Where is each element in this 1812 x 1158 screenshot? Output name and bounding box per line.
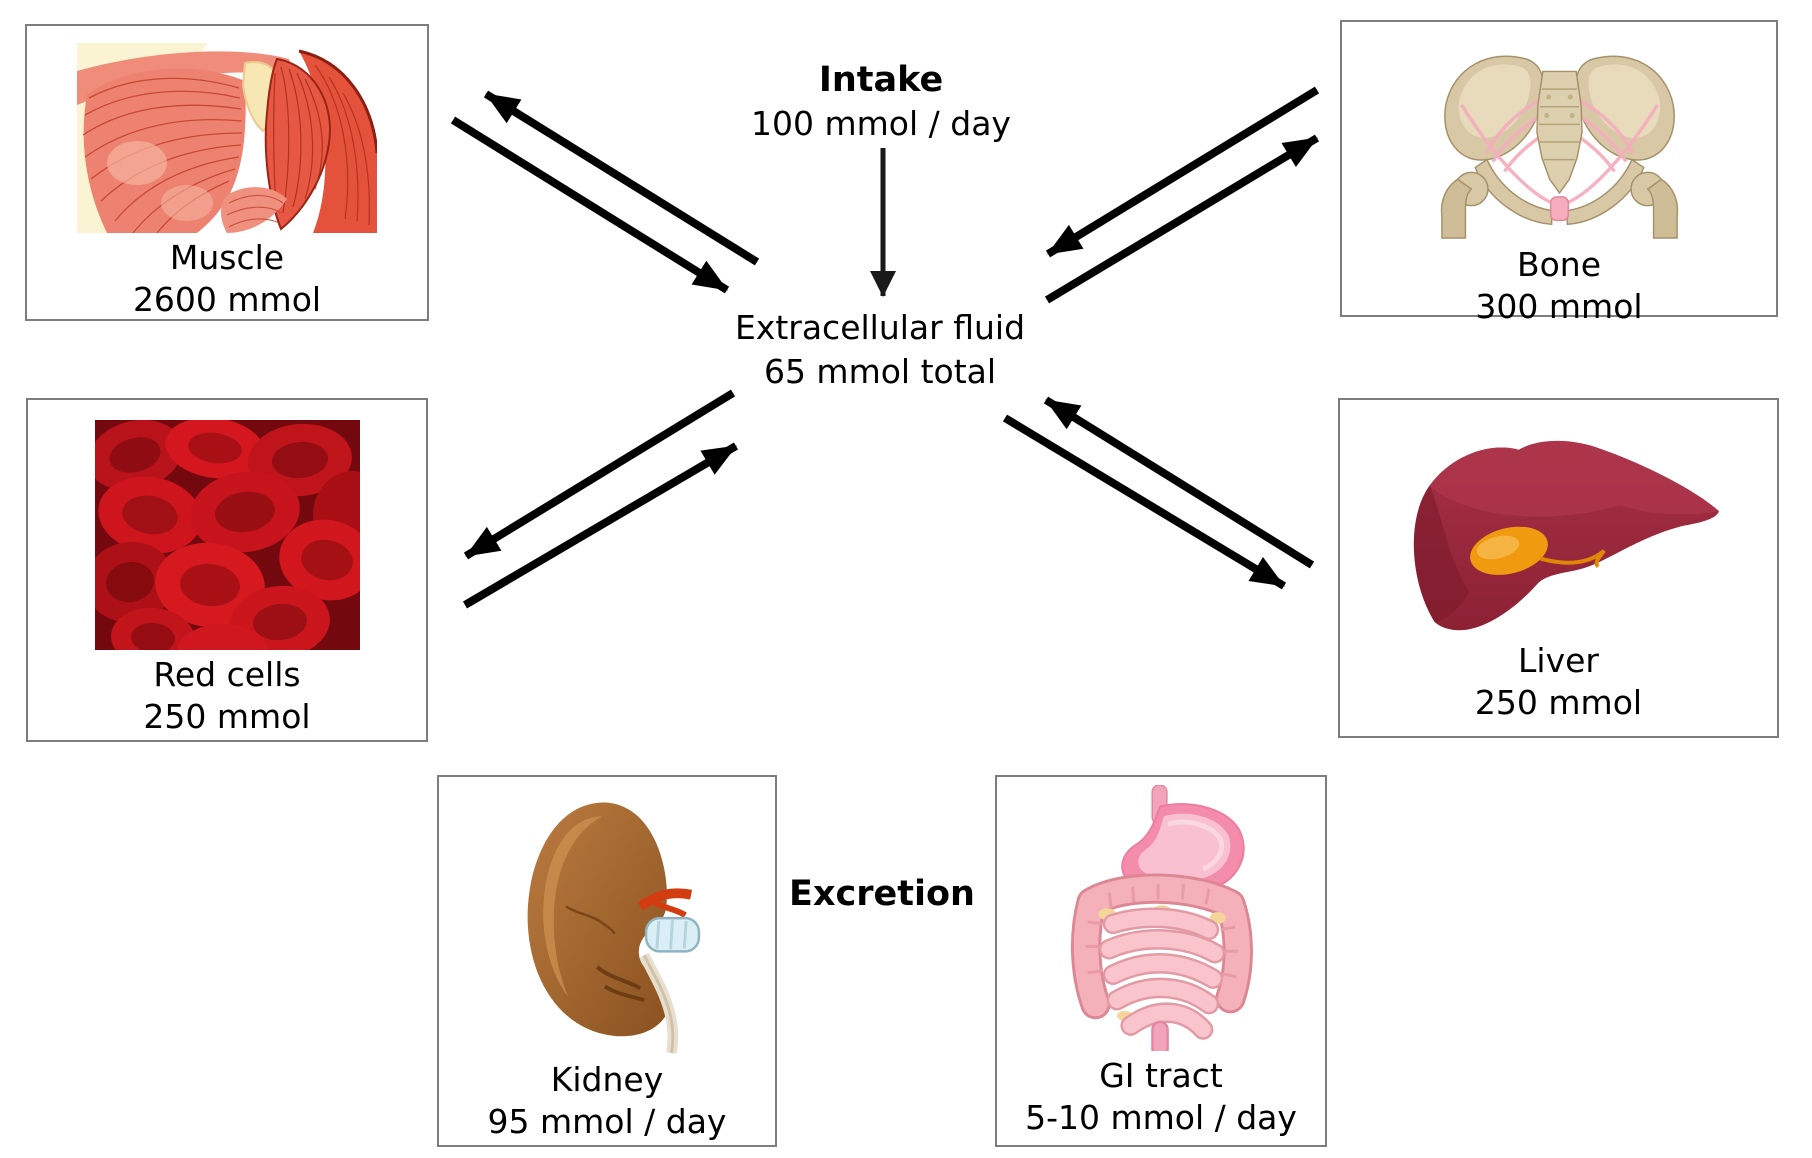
bone-box: Bone 300 mmol [1340, 20, 1778, 326]
muscle-label: Muscle [169, 238, 285, 277]
renal-vein [644, 916, 701, 953]
red-cells-label: Red cells [153, 655, 301, 694]
gi-tract-image [1066, 784, 1257, 1058]
kidney-label: Kidney [550, 1060, 664, 1099]
arrow-ecf-to-liver [1002, 414, 1287, 590]
arrow-ecf-to-bone [1044, 134, 1320, 304]
red-cells-box: Red cells 250 mmol [26, 398, 428, 742]
muscle-box: Muscle 2600 mmol [25, 24, 429, 321]
gi-tract-amount: 5-10 mmol / day [1025, 1098, 1297, 1137]
red-cells-image [94, 420, 360, 654]
liver-label: Liver [1518, 641, 1599, 680]
liver-amount: 250 mmol [1474, 683, 1643, 722]
arrow-ecf-to-red-cells [463, 389, 736, 560]
small-intestine [1097, 905, 1226, 1040]
muscle-amount: 2600 mmol [132, 280, 322, 319]
renal-artery [637, 888, 693, 918]
stomach [1120, 803, 1245, 897]
extracellular-fluid-amount: 65 mmol total [763, 352, 997, 391]
bone-amount: 300 mmol [1475, 287, 1643, 326]
arrow-liver-to-ecf [1043, 396, 1315, 569]
extracellular-fluid-name: Extracellular fluid [734, 308, 1026, 347]
gallbladder [1470, 526, 1606, 575]
gi-tract-label: GI tract [1099, 1056, 1223, 1095]
intake-block: Intake 100 mmol / day [681, 58, 1081, 146]
excretion-block: Excretion [682, 872, 1082, 916]
arrow-red-cells-to-ecf [462, 442, 739, 609]
liver-box: Liver 250 mmol [1338, 398, 1779, 738]
liver-image [1390, 424, 1727, 636]
kidney-box: Kidney 95 mmol / day [437, 775, 777, 1147]
gi-tract-box: GI tract 5-10 mmol / day [995, 775, 1327, 1147]
bone-label: Bone [1516, 245, 1602, 284]
kidney-image [509, 791, 705, 1059]
ureter [639, 952, 679, 1054]
excretion-title: Excretion [789, 874, 975, 914]
intake-rate: 100 mmol / day [751, 104, 1011, 143]
muscle-image [77, 43, 379, 237]
intake-title: Intake [818, 60, 944, 100]
extracellular-fluid-node: Extracellular fluid 65 mmol total [630, 306, 1130, 394]
bone-image [1432, 44, 1687, 244]
arrow-bone-to-ecf [1045, 86, 1320, 258]
large-intestine [1070, 873, 1253, 1020]
kidney-amount: 95 mmol / day [487, 1102, 727, 1141]
red-cells-amount: 250 mmol [143, 697, 311, 736]
